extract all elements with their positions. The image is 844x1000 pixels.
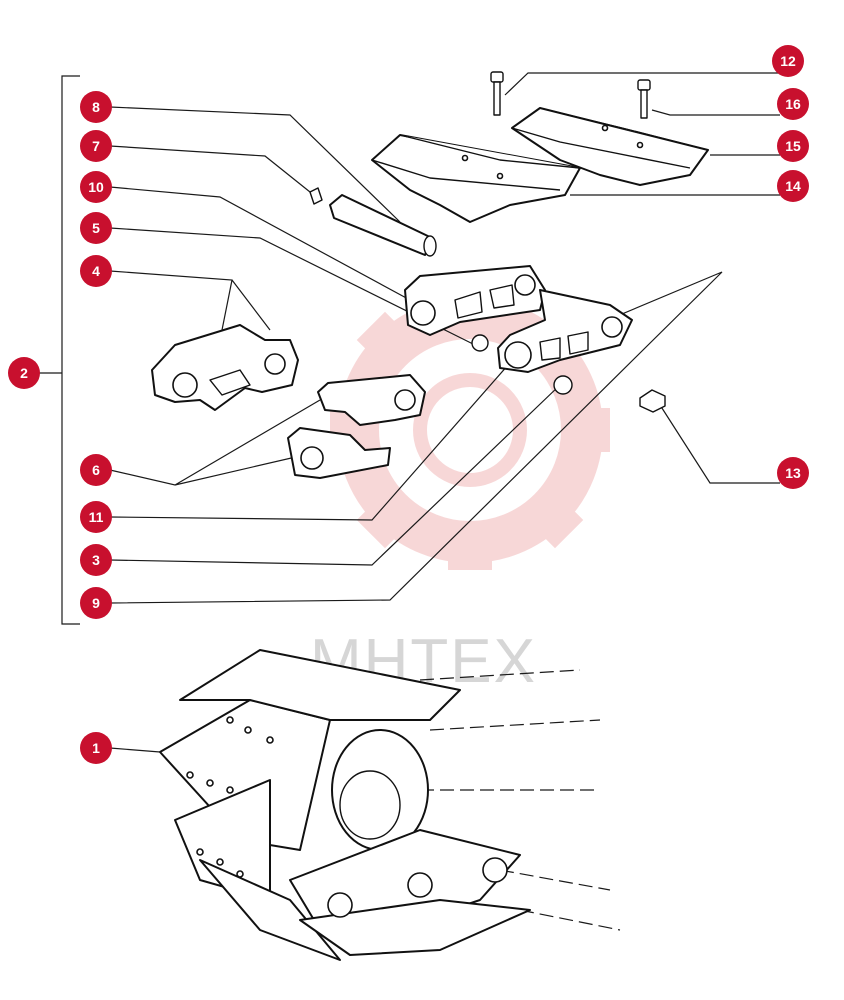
svg-text:5: 5 [92, 220, 100, 236]
group-bracket [38, 75, 80, 625]
callout-12[interactable]: 12 [772, 45, 804, 77]
svg-text:7: 7 [92, 138, 100, 154]
master-link-pair [287, 374, 426, 479]
svg-text:12: 12 [780, 53, 796, 69]
svg-text:2: 2 [20, 365, 28, 381]
callout-11[interactable]: 11 [80, 501, 112, 533]
callout-6[interactable]: 6 [80, 454, 112, 486]
shoe-nut [639, 389, 666, 413]
svg-text:8: 8 [92, 99, 100, 115]
callout-13[interactable]: 13 [777, 457, 809, 489]
leader-lines [109, 72, 780, 753]
track-shoe-left [371, 134, 581, 223]
callout-14[interactable]: 14 [777, 170, 809, 202]
svg-text:6: 6 [92, 462, 100, 478]
shoe-bolt-16 [637, 79, 651, 119]
svg-text:11: 11 [89, 509, 104, 525]
svg-text:15: 15 [785, 138, 801, 154]
callout-9[interactable]: 9 [80, 587, 112, 619]
callout-7[interactable]: 7 [80, 130, 112, 162]
callout-2[interactable]: 2 [8, 357, 40, 389]
svg-text:16: 16 [785, 96, 801, 112]
callout-16[interactable]: 16 [777, 88, 809, 120]
callout-10[interactable]: 10 [80, 171, 112, 203]
master-link-half [151, 324, 299, 411]
svg-text:13: 13 [785, 465, 801, 481]
callout-15[interactable]: 15 [777, 130, 809, 162]
callout-3[interactable]: 3 [80, 544, 112, 576]
svg-text:14: 14 [785, 178, 801, 194]
pin-small [309, 187, 323, 205]
shoe-bolt-12 [490, 71, 504, 116]
svg-text:4: 4 [92, 263, 100, 279]
track-link-assembly [404, 265, 633, 373]
svg-text:9: 9 [92, 595, 100, 611]
svg-text:10: 10 [88, 179, 104, 195]
callout-1[interactable]: 1 [80, 732, 112, 764]
callout-5[interactable]: 5 [80, 212, 112, 244]
callout-4[interactable]: 4 [80, 255, 112, 287]
washer [471, 334, 489, 352]
seal-ring [553, 375, 573, 395]
svg-text:1: 1 [92, 740, 100, 756]
track-shoe-right [511, 107, 709, 186]
callout-8[interactable]: 8 [80, 91, 112, 123]
track-pin [329, 194, 437, 257]
track-assembly [159, 649, 621, 961]
svg-text:3: 3 [92, 552, 100, 568]
